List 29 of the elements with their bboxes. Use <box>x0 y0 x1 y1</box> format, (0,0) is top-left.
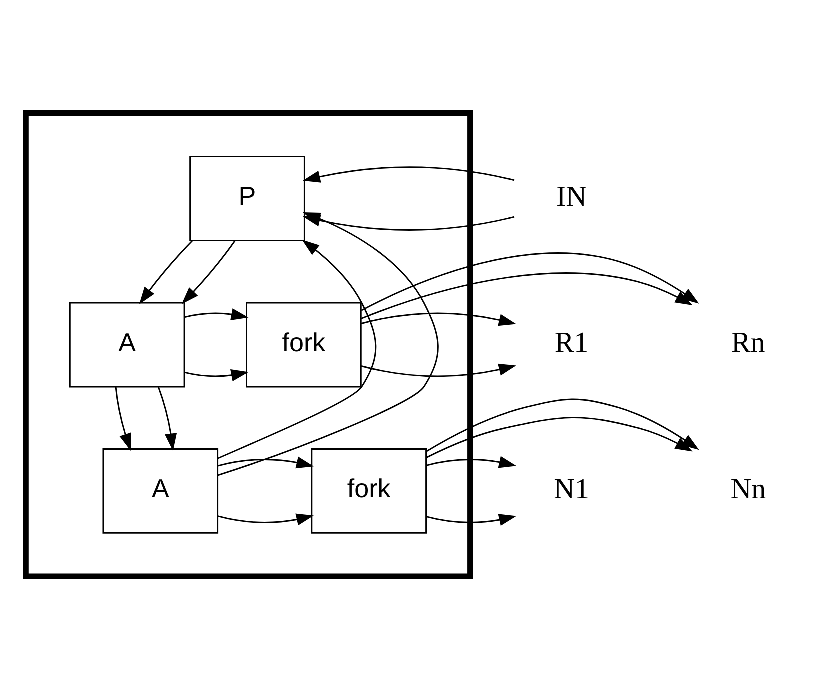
node-box: fork <box>246 302 362 388</box>
node-text: N1 <box>554 472 590 505</box>
node-text: R1 <box>554 326 589 359</box>
arrow <box>426 456 517 468</box>
arrow <box>218 239 377 459</box>
arrow <box>184 369 249 381</box>
arrow <box>361 252 700 311</box>
node-box: P <box>190 156 306 241</box>
arrow <box>184 308 249 320</box>
arrow <box>218 513 314 526</box>
arrow <box>115 386 132 451</box>
arrow <box>303 214 515 230</box>
arrow <box>426 416 693 458</box>
arrow <box>303 166 515 182</box>
node-box: A <box>69 302 186 388</box>
node-text: IN <box>556 180 588 213</box>
arrow <box>426 514 517 526</box>
node-box: fork <box>311 448 428 534</box>
cluster <box>23 110 474 580</box>
node-box: A <box>102 448 219 534</box>
node-text: Nn <box>730 472 766 505</box>
arrow <box>182 240 236 304</box>
arrow <box>361 363 516 377</box>
arrow <box>139 240 194 304</box>
arrow <box>426 398 700 452</box>
arrow <box>218 456 314 468</box>
arrow <box>158 386 178 451</box>
node-text: Rn <box>732 326 766 359</box>
arrow <box>361 312 516 326</box>
